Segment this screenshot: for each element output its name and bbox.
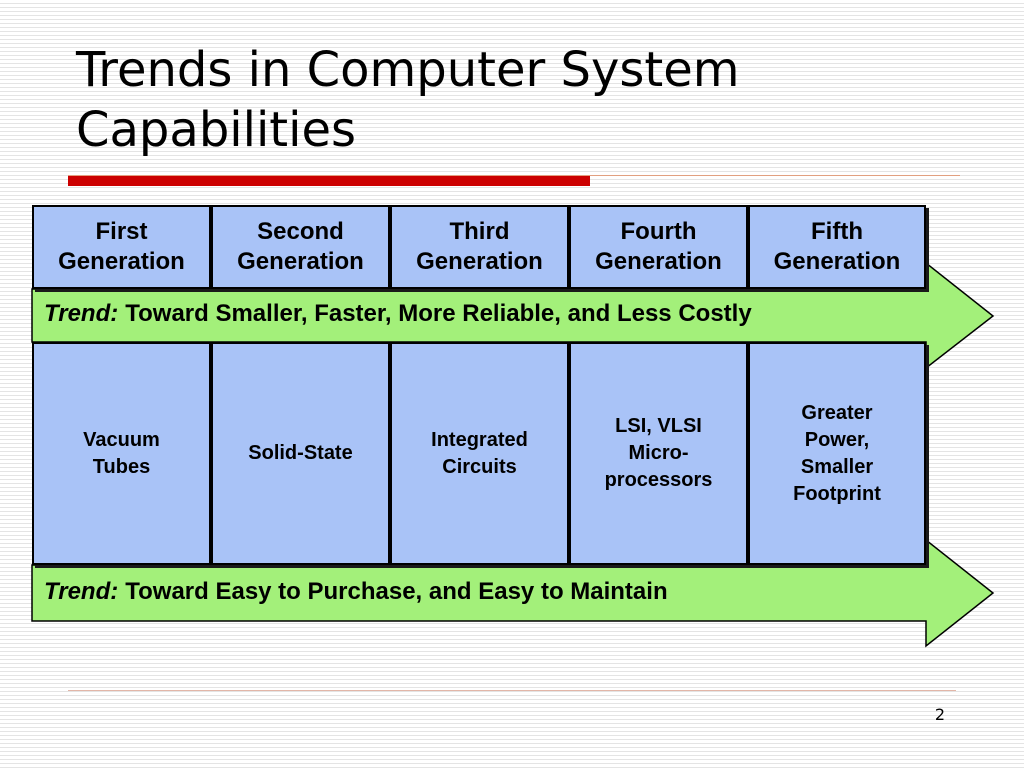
technology-label: Integrated Circuits [431,428,528,478]
technology-box-greater-power: Greater Power, Smaller Footprint [748,342,926,565]
generation-box-second: Second Generation [211,205,390,289]
page-number: 2 [934,705,946,724]
generation-label: Second Generation [237,218,364,275]
generation-box-first: First Generation [32,205,211,289]
trend-label: Trend: [44,300,119,327]
technology-label: LSI, VLSI Micro- processors [604,415,713,491]
trend-statement-1: Trend:Toward Smaller, Faster, More Relia… [44,300,752,328]
generation-label: Fifth Generation [773,218,901,275]
technology-label: Solid-State [248,442,353,464]
technology-box-microprocessors: LSI, VLSI Micro- processors [569,342,748,565]
technology-label: Vacuum Tubes [83,428,160,478]
generation-label: First Generation [58,218,185,275]
generation-label: Third Generation [416,218,543,275]
technology-box-solid-state: Solid-State [211,342,390,565]
generation-label: Fourth Generation [595,218,722,275]
footer-divider [68,690,956,691]
trend-text: Toward Smaller, Faster, More Reliable, a… [125,300,752,327]
slide-title: Trends in Computer System Capabilities [76,42,740,158]
trend-arrow-2 [31,538,995,648]
technology-box-integrated-circuits: Integrated Circuits [390,342,569,565]
trend-label: Trend: [44,578,119,605]
trend-statement-2: Trend:Toward Easy to Purchase, and Easy … [44,578,668,606]
title-divider-thin [68,175,960,176]
title-divider-accent [68,176,590,186]
trend-text: Toward Easy to Purchase, and Easy to Mai… [125,578,668,605]
technology-box-vacuum-tubes: Vacuum Tubes [32,342,211,565]
generation-box-fourth: Fourth Generation [569,205,748,289]
technology-label: Greater Power, Smaller Footprint [793,401,881,505]
generation-box-third: Third Generation [390,205,569,289]
generation-box-fifth: Fifth Generation [748,205,926,289]
